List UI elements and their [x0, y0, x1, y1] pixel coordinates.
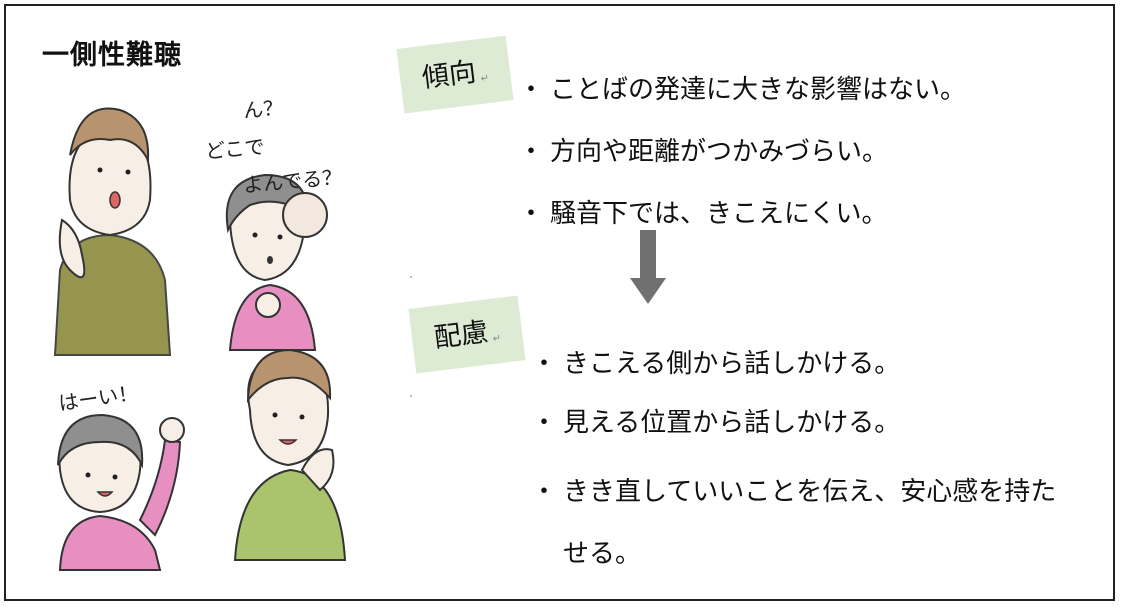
stray-dot — [410, 276, 412, 278]
consideration-item: 見える位置から話しかける。 — [531, 402, 1073, 461]
speech-n: ん？ — [242, 95, 285, 123]
girl-wondering-figure — [225, 173, 328, 351]
page-title: 一側性難聴 — [42, 40, 182, 71]
down-arrow-icon — [630, 230, 666, 304]
speech-doko: どこで — [204, 134, 266, 164]
boy-calling-figure — [233, 348, 347, 561]
people-illustration — [53, 107, 347, 571]
stray-dot — [410, 395, 412, 397]
return-mark-icon: ↵ — [492, 332, 502, 345]
tag-tendency: 傾向↵ — [396, 35, 514, 114]
boy-listening-figure — [53, 107, 172, 356]
consideration-item: きこえる側から話しかける。 — [531, 343, 1073, 402]
consideration-item: きき直していいことを伝え、安心感を持たせる。 — [531, 461, 1073, 585]
return-mark-icon: ↵ — [480, 72, 490, 85]
tag-consideration: 配慮↵ — [408, 295, 526, 374]
tendency-item: 方向や距離がつかみづらい。 — [518, 131, 966, 193]
girl-answering-figure — [57, 413, 185, 571]
consideration-list: きこえる側から話しかける。 見える位置から話しかける。 きき直していいことを伝え… — [531, 343, 1073, 585]
tendency-list: ことばの発達に大きな影響はない。 方向や距離がつかみづらい。 騒音下では、きこえ… — [518, 69, 966, 255]
tag-consideration-label: 配慮 — [432, 316, 490, 354]
tendency-item: ことばの発達に大きな影響はない。 — [518, 69, 966, 131]
tendency-item: 騒音下では、きこえにくい。 — [518, 193, 966, 255]
tag-tendency-label: 傾向 — [420, 56, 478, 94]
